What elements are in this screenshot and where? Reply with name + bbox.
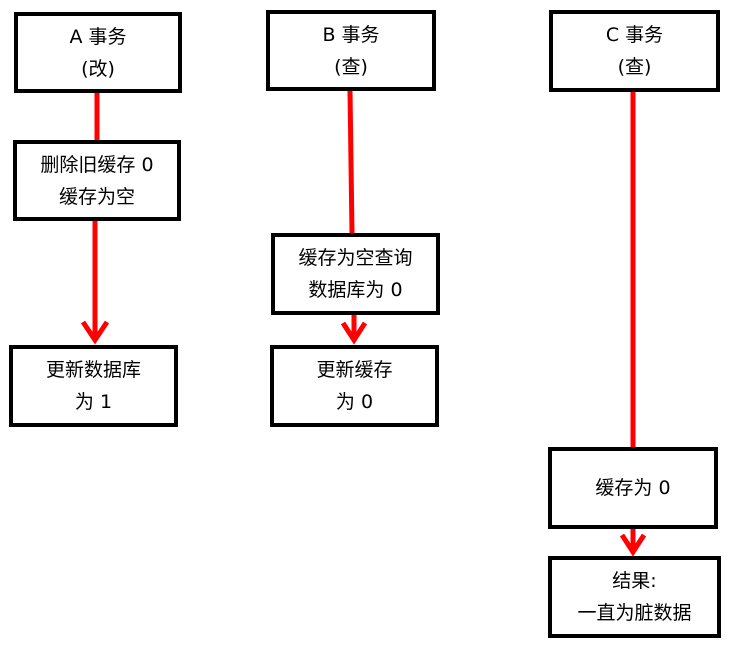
b-query-line1: 缓存为空查询 [298, 247, 413, 269]
transaction-b-type: (查) [334, 55, 368, 78]
a-update-line2: 为 1 [74, 391, 113, 413]
transaction-a-type: (改) [81, 57, 115, 80]
transaction-c-title-box: C 事务 (查) [549, 10, 720, 92]
c-update-line1: 缓存为 0 [595, 477, 671, 499]
transaction-c-label: C 事务 [605, 24, 664, 46]
a-update-line1: 更新数据库 [45, 359, 141, 381]
transaction-c-cache-box: 缓存为 0 [548, 447, 718, 529]
transaction-b-title-box: B 事务 (查) [266, 10, 436, 91]
transaction-c-type: (查) [617, 56, 652, 78]
transaction-a-label: A 事务 [69, 25, 127, 48]
b-update-line2: 为 0 [335, 391, 374, 413]
transaction-a-update-db-box: 更新数据库 为 1 [9, 345, 178, 427]
transaction-c-result-box: 结果: 一直为脏数据 [548, 556, 721, 638]
a-delete-line1: 删除旧缓存 0 [40, 153, 154, 176]
arrowhead-b-update [340, 321, 368, 345]
transaction-a-delete-cache-box: 删除旧缓存 0 缓存为空 [13, 140, 181, 221]
arrowhead-c-result [619, 533, 647, 557]
a-delete-line2: 缓存为空 [58, 185, 135, 208]
transaction-b-label: B 事务 [322, 23, 380, 46]
edge-b-title-to-query [347, 90, 355, 234]
transaction-a-title-box: A 事务 (改) [14, 12, 182, 93]
transaction-b-update-cache-box: 更新缓存 为 0 [270, 345, 439, 427]
arrowhead-a-update [80, 320, 110, 345]
b-update-line1: 更新缓存 [316, 359, 393, 381]
b-query-line2: 数据库为 0 [308, 279, 403, 301]
c-result-line1: 结果: [612, 570, 657, 592]
transaction-b-query-box: 缓存为空查询 数据库为 0 [271, 233, 440, 315]
c-result-line2: 一直为脏数据 [577, 602, 692, 624]
